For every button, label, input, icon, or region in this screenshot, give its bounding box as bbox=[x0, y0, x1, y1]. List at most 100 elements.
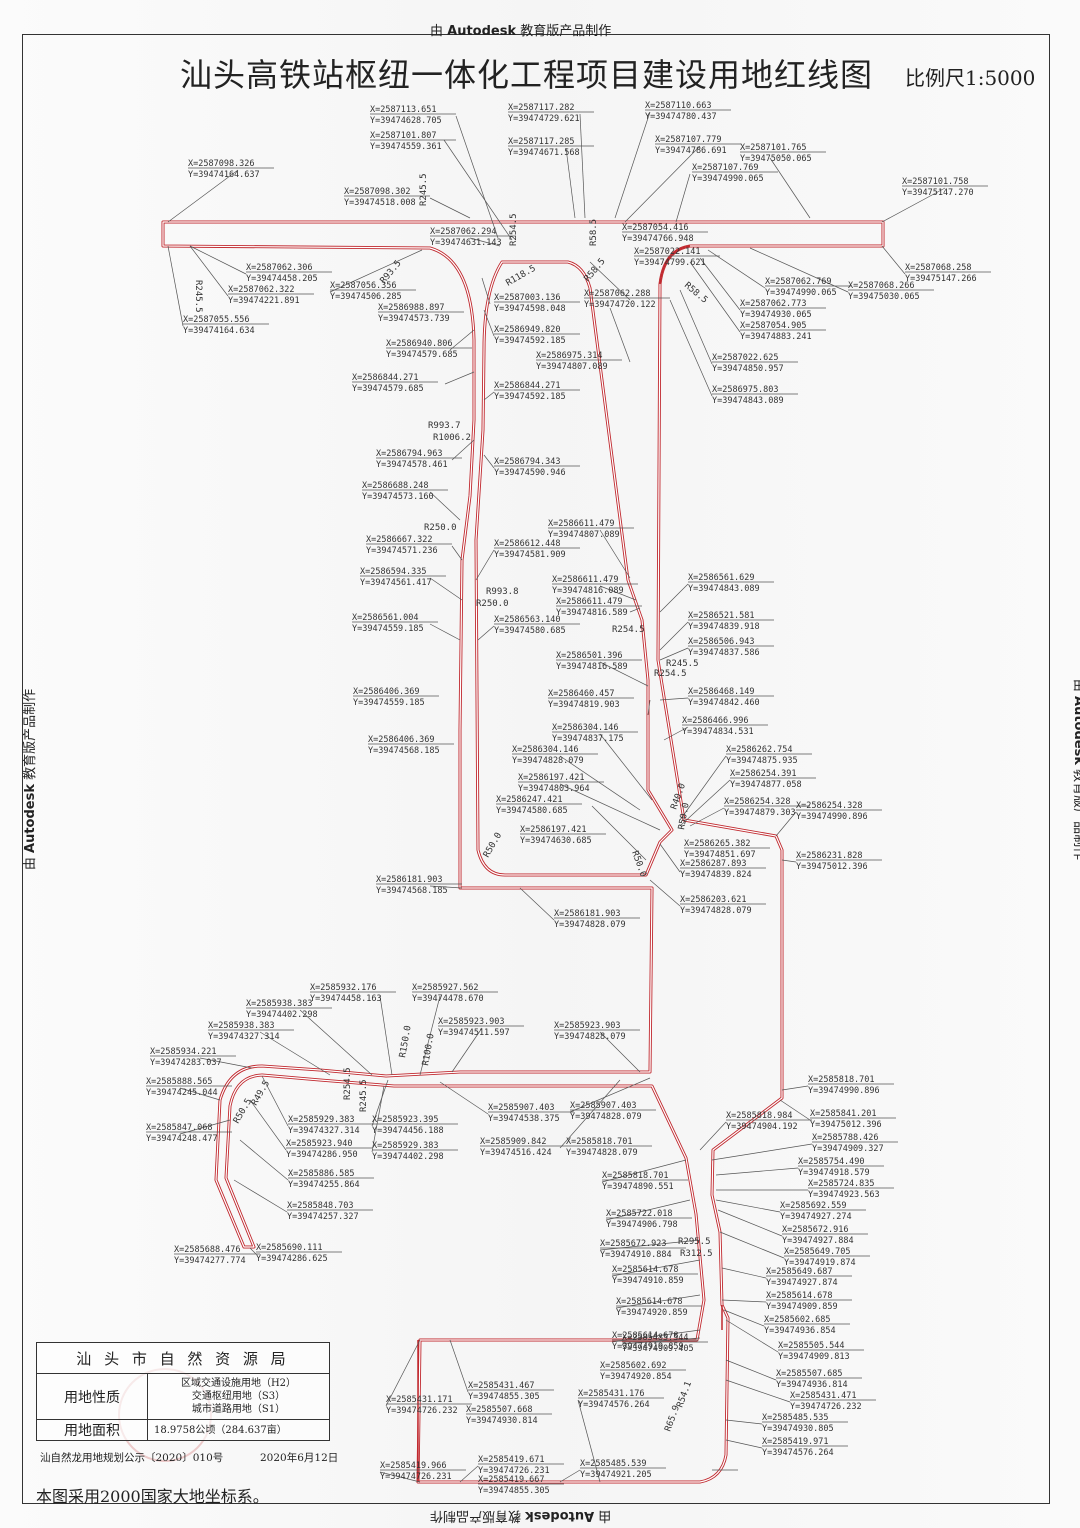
coordinate-x-label: X=2586466.996 bbox=[682, 716, 749, 726]
boundary-detail bbox=[417, 245, 723, 1482]
leader-line bbox=[239, 1139, 289, 1181]
coordinate-x-label: X=2586181.903 bbox=[376, 875, 443, 885]
coordinate-y-label: Y=39474559.185 bbox=[352, 624, 424, 634]
coordinate-y-label: Y=39474803.964 bbox=[518, 784, 590, 794]
coordinate-y-label: Y=39474277.774 bbox=[174, 1256, 246, 1266]
coordinate-y-label: Y=39474828.079 bbox=[566, 1148, 638, 1158]
coordinate-x-label: X=2586975.314 bbox=[536, 351, 603, 361]
watermark-top: 由 Autodesk 教育版产品制作 bbox=[430, 24, 612, 39]
coordinate-x-label: X=2585431.467 bbox=[468, 1381, 535, 1391]
leader-line bbox=[249, 1099, 287, 1151]
leader-line bbox=[599, 1031, 641, 1073]
coordinate-x-label: X=2586406.369 bbox=[353, 687, 420, 697]
land-use-value: 区域交通设施用地（H2） bbox=[180, 1378, 297, 1389]
coordinate-x-label: X=2586794.343 bbox=[494, 457, 561, 467]
coordinate-x-label: X=2587062.769 bbox=[765, 277, 832, 287]
coordinate-y-label: Y=39474458.205 bbox=[246, 274, 318, 284]
leader-line bbox=[715, 1199, 781, 1213]
coordinate-x-label: X=2586254.328 bbox=[796, 801, 863, 811]
coordinate-y-label: Y=39474766.948 bbox=[622, 234, 694, 244]
leader-line bbox=[659, 621, 689, 651]
coordinate-y-label: Y=39474720.122 bbox=[584, 300, 656, 310]
coordinate-y-label: Y=39474919.859 bbox=[612, 1342, 684, 1352]
leader-line bbox=[614, 111, 651, 219]
coordinate-x-label: X=2585847.068 bbox=[146, 1123, 213, 1133]
coordinate-y-label: Y=39474579.685 bbox=[352, 384, 424, 394]
radius-label: R254.5 bbox=[343, 1067, 353, 1100]
coordinate-y-label: Y=39474816.089 bbox=[552, 586, 624, 596]
coordinate-x-label: X=2585614.678 bbox=[766, 1291, 833, 1301]
leader-line bbox=[371, 1085, 385, 1153]
leader-line bbox=[669, 299, 713, 397]
coordinate-y-label: Y=39474930.065 bbox=[740, 310, 812, 320]
radius-label: R58.5 bbox=[589, 219, 599, 246]
coordinate-y-label: Y=39474257.327 bbox=[287, 1212, 359, 1222]
coordinate-x-label: X=2586460.457 bbox=[548, 689, 615, 699]
coordinate-y-label: Y=39474630.685 bbox=[520, 836, 592, 846]
coordinate-x-label: X=2585485.535 bbox=[762, 1413, 829, 1423]
radius-label: R250.0 bbox=[476, 599, 509, 609]
land-use-value: 城市道路用地（S1） bbox=[191, 1404, 286, 1415]
coordinate-y-label: Y=39474883.241 bbox=[740, 332, 812, 342]
coordinate-y-label: Y=39474726.231 bbox=[478, 1466, 550, 1476]
coordinate-x-label: X=2585507.685 bbox=[776, 1369, 843, 1379]
coordinate-x-label: X=2585690.111 bbox=[256, 1243, 323, 1253]
leader-line bbox=[167, 245, 184, 327]
coordinate-y-label: Y=39474255.864 bbox=[288, 1180, 360, 1190]
land-use-label: 用地性质 bbox=[36, 1373, 148, 1420]
coordinate-x-label: X=2585923.903 bbox=[438, 1017, 505, 1027]
coordinate-y-label: Y=39475030.065 bbox=[848, 292, 920, 302]
coordinate-x-label: X=2585841.201 bbox=[810, 1109, 877, 1119]
coordinate-x-label: X=2586611.479 bbox=[556, 597, 623, 607]
leader-line bbox=[475, 549, 495, 581]
leader-line bbox=[444, 371, 475, 385]
coordinate-x-label: X=2587054.416 bbox=[622, 223, 689, 233]
coordinate-x-label: X=2586406.369 bbox=[368, 735, 435, 745]
coordinate-y-label: Y=39474904.192 bbox=[726, 1122, 798, 1132]
coordinate-x-label: X=2586844.271 bbox=[494, 381, 561, 391]
coordinate-y-label: Y=39474506.285 bbox=[330, 292, 402, 302]
coordinate-x-label: X=2585431.176 bbox=[578, 1389, 645, 1399]
radius-label: R100.0 bbox=[421, 1033, 436, 1067]
leader-line bbox=[689, 807, 725, 827]
leader-line bbox=[749, 247, 849, 293]
leader-line bbox=[649, 879, 681, 907]
leader-line bbox=[675, 173, 691, 223]
leader-line bbox=[611, 1259, 701, 1277]
leader-line bbox=[659, 583, 689, 613]
coordinate-x-label: X=2585602.692 bbox=[600, 1361, 667, 1371]
coordinate-y-label: Y=39474559.185 bbox=[353, 698, 425, 708]
leader-line bbox=[591, 805, 647, 861]
coordinate-y-label: Y=39474511.597 bbox=[438, 1028, 510, 1038]
coordinate-x-label: X=2585505.544 bbox=[778, 1341, 845, 1351]
coordinate-x-label: X=2585932.176 bbox=[310, 983, 377, 993]
coordinate-y-label: Y=39474164.634 bbox=[183, 326, 255, 336]
radius-label: R245.5 bbox=[666, 659, 699, 669]
coordinate-x-label: X=2585907.403 bbox=[570, 1101, 637, 1111]
leader-line bbox=[769, 157, 811, 219]
coordinate-x-label: X=2587113.651 bbox=[370, 105, 437, 115]
leader-line bbox=[385, 1339, 421, 1407]
coordinate-x-label: X=2585938.383 bbox=[208, 1021, 275, 1031]
coordinate-x-label: X=2586844.271 bbox=[352, 373, 419, 383]
leader-line bbox=[429, 577, 463, 601]
coordinate-y-label: Y=39475012.396 bbox=[796, 862, 868, 872]
coordinate-y-label: Y=39474579.685 bbox=[386, 350, 458, 360]
leader-line bbox=[723, 1309, 765, 1327]
coordinate-y-label: Y=39474327.314 bbox=[208, 1032, 280, 1042]
leader-line bbox=[481, 277, 491, 305]
leader-line bbox=[699, 257, 741, 311]
leader-line bbox=[721, 1267, 767, 1279]
radius-label: R150.0 bbox=[398, 1025, 413, 1059]
coordinate-y-label: Y=39474910.859 bbox=[612, 1276, 684, 1286]
coordinate-x-label: X=2586254.391 bbox=[730, 769, 797, 779]
coordinate-x-label: X=2585818.701 bbox=[808, 1075, 875, 1085]
coordinate-y-label: Y=39474807.089 bbox=[548, 530, 620, 540]
leader-line bbox=[249, 1247, 257, 1255]
coordinate-x-label: X=2587056.356 bbox=[330, 281, 397, 291]
coordinate-x-label: X=2587022.141 bbox=[634, 247, 701, 257]
coordinate-y-label: Y=39474837.175 bbox=[552, 734, 624, 744]
coordinate-x-label: X=2586940.806 bbox=[386, 339, 453, 349]
coordinate-x-label: X=2585614.678 bbox=[612, 1331, 679, 1341]
coordinate-x-label: X=2587062.288 bbox=[584, 289, 651, 299]
